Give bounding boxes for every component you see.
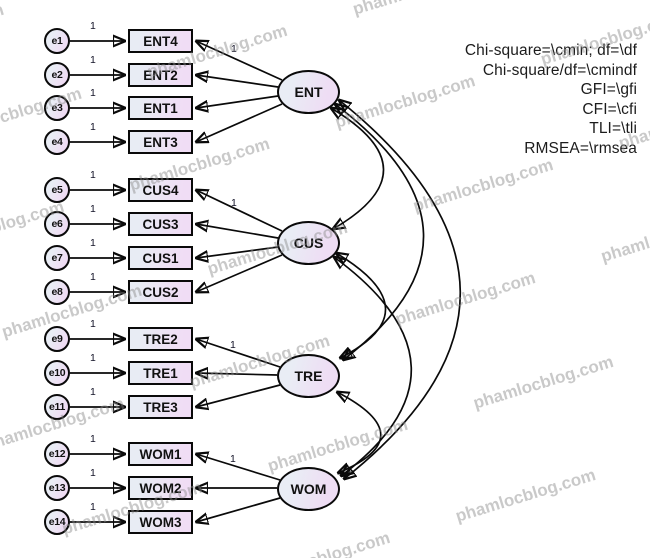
path-weight-label: 1 [90,237,96,249]
path-weight-label: 1 [90,20,96,32]
path-weight-label: 1 [90,169,96,181]
latent-CUS: CUS [277,221,340,265]
indicator-WOM1: WOM1 [128,442,193,466]
loading-label-TRE: 1 [230,339,236,351]
error-term-e5: e5 [44,177,70,203]
path-weight-label: 1 [90,433,96,445]
loading-label-WOM: 1 [230,453,236,465]
path-weight-label: 1 [90,203,96,215]
indicator-CUS2: CUS2 [128,280,193,304]
indicator-TRE2: TRE2 [128,327,193,351]
fit-stat-line: Chi-square/df=\cmindf [482,61,637,79]
error-term-e7: e7 [44,245,70,271]
fit-stat-line: CFI=\cfi [582,100,637,118]
fit-stat-line: Chi-square=\cmin; df=\df [464,42,637,59]
error-term-e3: e3 [44,95,70,121]
error-term-e13: e13 [44,475,70,501]
fit-statistics: Chi-square=\cmin; df=\df Chi-square/df=\… [465,41,637,158]
path-weight-label: 1 [90,271,96,283]
path-weight-label: 1 [90,318,96,330]
latent-ENT: ENT [277,70,340,114]
fit-stat-line: TLI=\tli [589,120,637,137]
error-term-e1: e1 [44,28,70,54]
error-term-e8: e8 [44,279,70,305]
indicator-CUS3: CUS3 [128,212,193,236]
indicator-TRE3: TRE3 [128,395,193,419]
error-term-e12: e12 [44,441,70,467]
path-weight-label: 1 [90,54,96,66]
indicator-CUS1: CUS1 [128,246,193,270]
indicator-WOM2: WOM2 [128,476,193,500]
error-term-e2: e2 [44,62,70,88]
indicator-ENT4: ENT4 [128,29,193,53]
indicator-ENT3: ENT3 [128,130,193,154]
indicator-TRE1: TRE1 [128,361,193,385]
path-weight-label: 1 [90,87,96,99]
path-weight-label: 1 [90,467,96,479]
loading-label-CUS: 1 [231,197,237,209]
latent-WOM: WOM [277,467,340,511]
indicator-ENT1: ENT1 [128,96,193,120]
latent-TRE: TRE [277,354,340,398]
fit-stat-line: RMSEA=\rmsea [524,139,637,157]
error-term-e10: e10 [44,360,70,386]
error-term-e14: e14 [44,509,70,535]
loading-label-ENT: 1 [231,43,237,55]
error-term-e11: e11 [44,394,70,420]
error-term-e9: e9 [44,326,70,352]
error-term-e4: e4 [44,129,70,155]
indicator-WOM3: WOM3 [128,510,193,534]
fit-stat-line: GFI=\gfi [580,81,637,98]
path-weight-label: 1 [90,121,96,133]
path-weight-label: 1 [90,352,96,364]
path-weight-label: 1 [90,501,96,513]
path-weight-label: 1 [90,386,96,398]
error-term-e6: e6 [44,211,70,237]
indicator-ENT2: ENT2 [128,63,193,87]
indicator-CUS4: CUS4 [128,178,193,202]
